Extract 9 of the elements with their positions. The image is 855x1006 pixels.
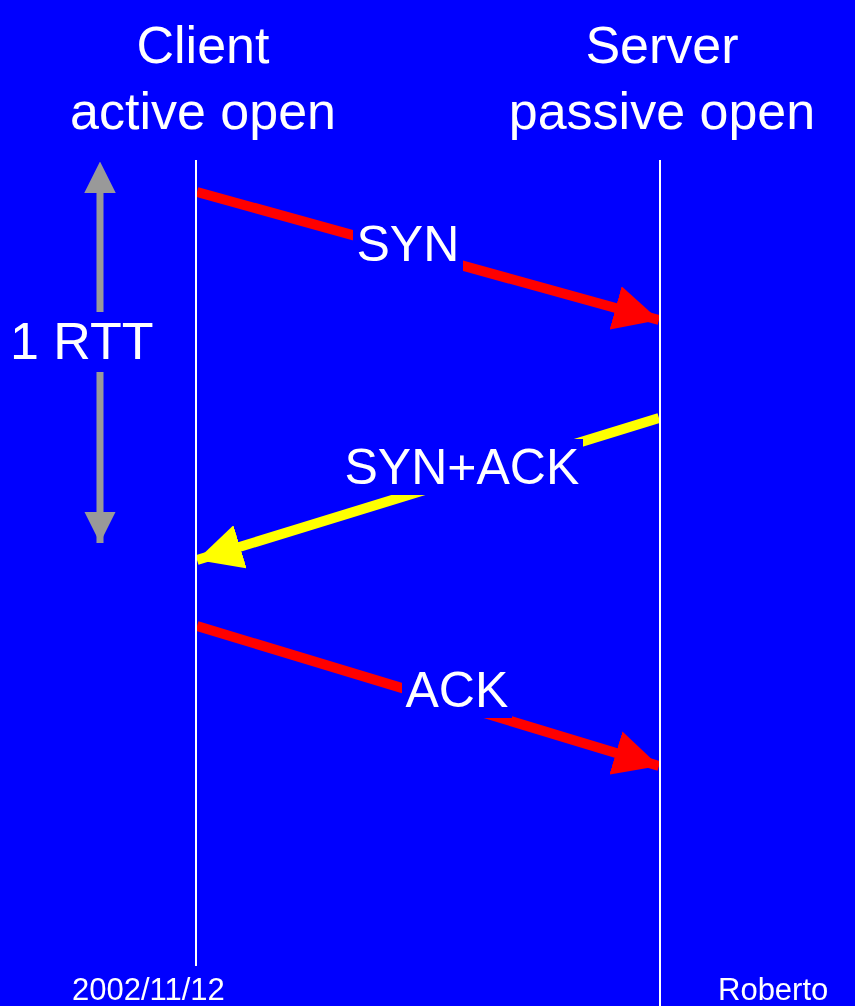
lifeline-subheading: passive open (507, 81, 817, 142)
lifeline-heading: Server (584, 15, 740, 76)
lifeline (195, 160, 197, 966)
lifeline-subheading: active open (69, 81, 337, 142)
author-text: Roberto (718, 972, 829, 1006)
date-text: 2002/11/12 (72, 972, 225, 1006)
dimension-label: 1 RTT (10, 312, 154, 372)
lifeline-heading: Client (135, 15, 271, 76)
lifeline (659, 160, 661, 1006)
